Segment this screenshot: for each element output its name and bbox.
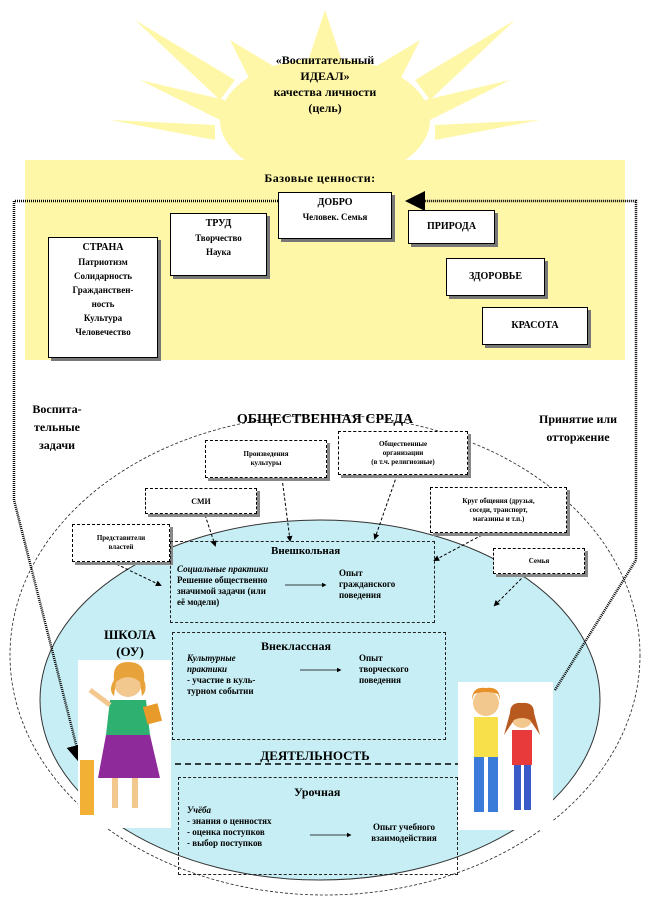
sun-circle bbox=[220, 58, 430, 182]
base-values-title: Базовые ценности: bbox=[264, 171, 376, 185]
social-environment-ellipse bbox=[9, 414, 641, 896]
value-trud: ТРУД Творчество Наука bbox=[170, 213, 267, 276]
teacher-illustration bbox=[78, 660, 171, 828]
value-dobro: ДОБРО Человек. Семья bbox=[278, 192, 392, 239]
panel-extra-school: Внешкольная Социальные практики Решение … bbox=[170, 541, 435, 623]
acceptance-label: Принятие или отторжение bbox=[538, 412, 618, 444]
box-social-circle: Круг общения (друзья, соседи, транспорт,… bbox=[430, 487, 567, 533]
panel-extra-class: Внеклассная Культурные практики - участи… bbox=[172, 632, 446, 740]
school-label: ШКОЛА (ОУ) bbox=[104, 627, 156, 659]
box-smi: СМИ bbox=[145, 488, 257, 514]
value-strana: СТРАНА Патриотизм Солидарность Гражданст… bbox=[48, 237, 158, 358]
educational-tasks-label: Воспита- тельные задачи bbox=[32, 402, 82, 452]
value-priroda: ПРИРОДА bbox=[408, 210, 495, 244]
panel-lesson: Урочная Учёба - знания о ценностях - оце… bbox=[178, 777, 458, 875]
box-organizations: Общественные организации (в т.ч. религио… bbox=[338, 431, 468, 475]
sun-rays bbox=[110, 10, 540, 140]
activity-label: ДЕЯТЕЛЬНОСТЬ bbox=[260, 748, 370, 763]
box-authorities: Представители властей bbox=[72, 524, 170, 562]
left-connector bbox=[12, 199, 300, 765]
children-illustration bbox=[458, 682, 553, 830]
sun-title: «Воспитательный ИДЕАЛ» качества личности… bbox=[273, 53, 377, 115]
social-environment-title: ОБЩЕСТВЕННАЯ СРЕДА bbox=[236, 412, 414, 427]
right-connector bbox=[405, 191, 638, 691]
box-culture: Произведения культуры bbox=[205, 440, 327, 478]
box-family: Семья bbox=[493, 548, 585, 574]
value-zdorovie: ЗДОРОВЬЕ bbox=[446, 258, 545, 296]
value-krasota: КРАСОТА bbox=[482, 307, 588, 345]
